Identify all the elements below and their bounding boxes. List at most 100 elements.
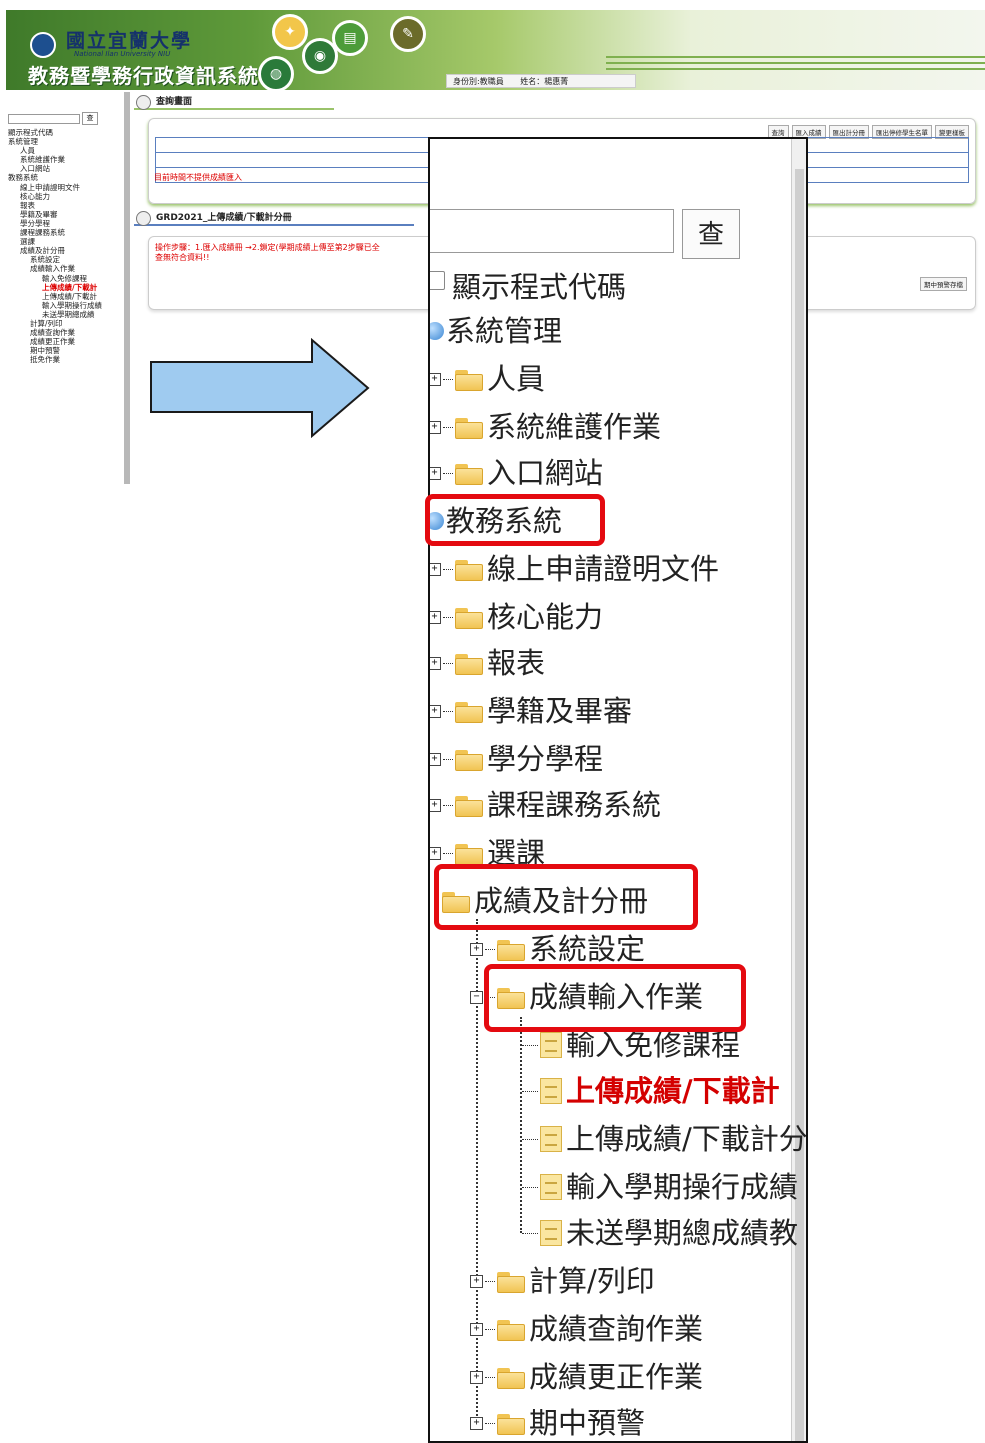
expand-plus-icon[interactable]: + xyxy=(430,466,441,480)
list-icon xyxy=(136,95,151,110)
program-panel-title: GRD2021_上傳成績/下載計分冊 xyxy=(134,210,414,226)
tree-item-conduct[interactable]: 輸入學期操行成績 xyxy=(522,1167,798,1207)
tree-item[interactable]: 系統設定 xyxy=(30,255,60,265)
tree-item-academic[interactable]: 教務系統 xyxy=(430,501,562,541)
tree-item[interactable]: 學分學程 xyxy=(20,218,50,228)
tree-item[interactable]: 抵免作業 xyxy=(30,355,60,365)
document-icon xyxy=(540,1220,562,1246)
tree-item[interactable]: 輸入免修課程 xyxy=(42,273,87,283)
document-icon xyxy=(540,1032,562,1058)
folder-icon xyxy=(455,699,485,723)
tree-item-settings[interactable]: + 系統設定 xyxy=(470,929,645,969)
tree-search-button[interactable]: 查 xyxy=(82,112,98,125)
expand-plus-icon[interactable]: + xyxy=(470,942,483,956)
show-code-checkbox[interactable] xyxy=(430,271,445,290)
tree-item-credit-program[interactable]: + 學分學程 xyxy=(430,739,603,779)
expand-plus-icon[interactable]: + xyxy=(430,610,441,624)
tree-item-registry[interactable]: + 學籍及畢審 xyxy=(430,691,632,731)
scrollbar-thumb[interactable] xyxy=(795,169,804,1441)
tree-search-input[interactable] xyxy=(8,114,80,124)
collapse-minus-icon[interactable]: − xyxy=(470,990,483,1004)
tree-search-input[interactable] xyxy=(430,209,674,253)
scrollbar[interactable] xyxy=(791,139,806,1441)
tree-item-upload[interactable]: 上傳成績/下載計分 xyxy=(522,1119,806,1159)
change-template-button[interactable]: 變更樣板 xyxy=(935,125,969,139)
expand-plus-icon[interactable]: + xyxy=(470,1322,483,1336)
tree-item-grades[interactable]: 成績及計分冊 xyxy=(442,881,648,921)
tree-item-course[interactable]: + 課程課務系統 xyxy=(430,785,661,825)
query-toolbar: 查詢 匯入成績 匯出計分冊 匯出停修學生名單 變更樣板 xyxy=(767,125,969,139)
tree-item[interactable]: 人員 xyxy=(20,146,35,156)
expand-plus-icon[interactable]: + xyxy=(430,752,441,766)
expand-plus-icon[interactable]: + xyxy=(430,562,441,576)
tree-item-sys-maint[interactable]: + 系統維護作業 xyxy=(430,407,661,447)
document-icon xyxy=(540,1174,562,1200)
tree-item-certificate[interactable]: + 線上申請證明文件 xyxy=(430,549,719,589)
tree-item-query[interactable]: + 成績查詢作業 xyxy=(470,1309,703,1349)
tree-item[interactable]: 成績查詢作業 xyxy=(30,328,75,338)
tree-item[interactable]: 上傳成績/下載計 xyxy=(42,291,98,301)
tree-item-active[interactable]: 上傳成績/下載計 xyxy=(42,282,98,292)
tree-item-calc[interactable]: + 計算/列印 xyxy=(470,1261,655,1301)
tree-item[interactable]: 未送學期總成績 xyxy=(42,309,95,319)
tree-item-core[interactable]: + 核心能力 xyxy=(430,597,603,637)
midterm-alert-save-button[interactable]: 期中預警存檔 xyxy=(920,277,967,291)
tree-item-personnel[interactable]: + 人員 xyxy=(430,359,545,399)
bulb-icon: ✦ xyxy=(272,14,308,50)
tree-item[interactable]: 系統維護作業 xyxy=(20,155,65,165)
tree-item[interactable]: 報表 xyxy=(20,200,35,210)
no-data-message: 查無符合資料!! xyxy=(155,253,210,262)
tree-item[interactable]: 成績輸入作業 xyxy=(30,264,75,274)
folder-icon xyxy=(497,1411,527,1435)
tree-item-correct[interactable]: + 成績更正作業 xyxy=(470,1357,703,1397)
tree-item[interactable]: 成績及計分冊 xyxy=(20,246,65,256)
tree-item-report[interactable]: + 報表 xyxy=(430,643,545,683)
tree-item[interactable]: 顯示程式代碼 xyxy=(8,128,53,137)
expand-plus-icon[interactable]: + xyxy=(430,372,441,386)
folder-icon xyxy=(455,747,485,771)
folder-icon xyxy=(455,841,485,865)
tree-item[interactable]: 期中預警 xyxy=(30,346,60,356)
tree-item[interactable]: 線上申請證明文件 xyxy=(20,182,80,192)
expand-plus-icon[interactable]: + xyxy=(430,420,441,434)
expand-plus-icon[interactable]: + xyxy=(430,798,441,812)
tree-item-midterm[interactable]: + 期中預警 xyxy=(470,1403,645,1441)
wifi-icon: ◉ xyxy=(302,38,338,74)
tree-connector xyxy=(520,1017,522,1233)
tree-item[interactable]: 計算/列印 xyxy=(30,318,63,328)
folder-icon xyxy=(497,985,527,1009)
user-name: 姓名：楊惠菁 xyxy=(520,77,569,86)
tree-item-portal[interactable]: + 入口網站 xyxy=(430,453,603,493)
header-banner: 國立宜蘭大學 National Ilan University NIU 教務暨學… xyxy=(6,10,985,92)
document-icon xyxy=(540,1126,562,1152)
show-code-label: 顯示程式代碼 xyxy=(452,270,627,304)
expand-plus-icon[interactable]: + xyxy=(430,846,441,860)
tree-item-exempt[interactable]: 輸入免修課程 xyxy=(522,1025,740,1065)
expand-plus-icon[interactable]: + xyxy=(430,704,441,718)
tree-search-button[interactable]: 查 xyxy=(682,209,740,259)
tree-item[interactable]: 核心能力 xyxy=(20,191,50,201)
user-info-bar: 身份別:教職員 姓名：楊惠菁 xyxy=(446,74,636,88)
folder-icon xyxy=(455,605,485,629)
tree-item[interactable]: 入口網站 xyxy=(20,164,50,174)
tree-item[interactable]: 學籍及畢審 xyxy=(20,209,58,219)
expand-plus-icon[interactable]: + xyxy=(470,1416,483,1430)
tree-item[interactable]: 課程課務系統 xyxy=(20,228,65,238)
tree-item[interactable]: 成績更正作業 xyxy=(30,337,75,347)
tree-item[interactable]: 輸入學期操行成績 xyxy=(42,300,102,310)
export-gradebook-button[interactable]: 匯出計分冊 xyxy=(828,125,869,139)
university-name-en: National Ilan University NIU xyxy=(74,50,171,58)
tree-item[interactable]: 選課 xyxy=(20,237,35,247)
expand-plus-icon[interactable]: + xyxy=(470,1370,483,1384)
folder-icon xyxy=(455,557,485,581)
tree-item-system-admin[interactable]: 系統管理 xyxy=(430,311,562,351)
export-withdrawn-button[interactable]: 匯出停修學生名單 xyxy=(872,125,932,139)
import-grades-button[interactable]: 匯入成績 xyxy=(791,125,826,139)
expand-plus-icon[interactable]: + xyxy=(430,656,441,670)
tree-item[interactable]: 教務系統 xyxy=(8,173,38,183)
tree-item-upload-active[interactable]: 上傳成績/下載計 xyxy=(522,1071,780,1111)
tree-item[interactable]: 系統管理 xyxy=(8,137,38,147)
expand-plus-icon[interactable]: + xyxy=(470,1274,483,1288)
tree-item-unsent[interactable]: 未送學期總成績教 xyxy=(522,1213,798,1253)
tree-item-grade-input[interactable]: − 成績輸入作業 xyxy=(470,977,703,1017)
